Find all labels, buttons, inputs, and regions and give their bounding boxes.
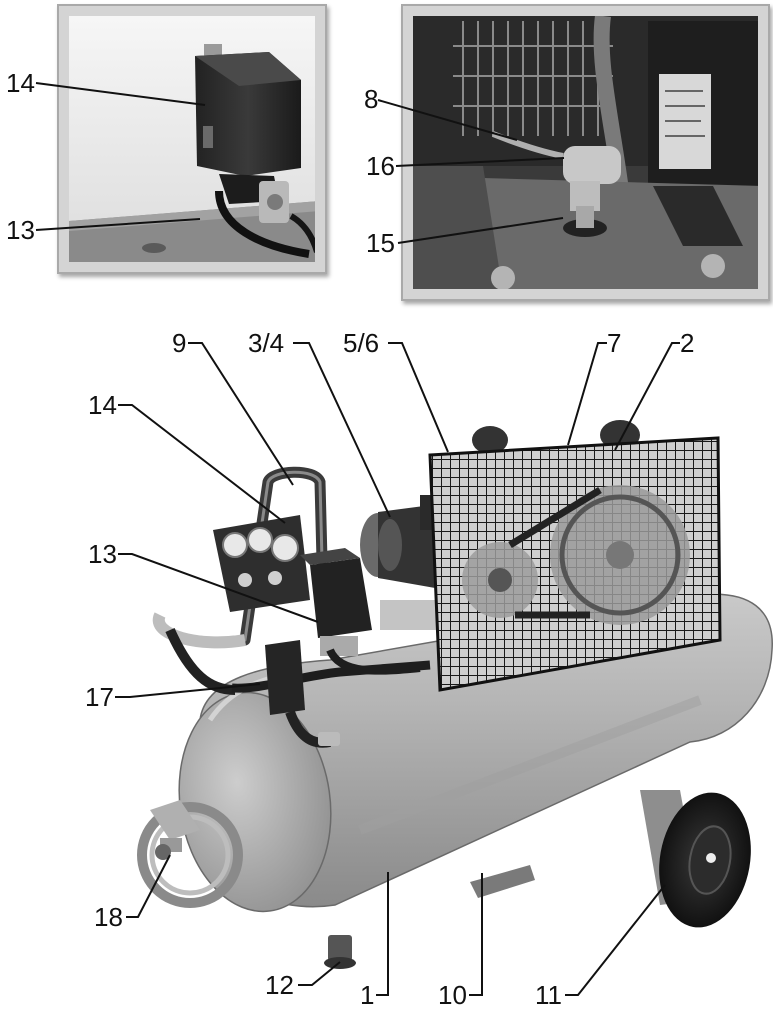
label-16: 16 [366,151,395,181]
label-14-pressure-switch-detail: 14 [6,68,35,98]
front-bracket [137,800,243,908]
handle [152,466,328,695]
detail-panel-check-valve [401,4,770,301]
label-18: 18 [94,902,123,932]
pressure-switch-illustration [69,16,315,262]
feet [470,865,535,898]
detail-photo-check-valve [413,16,758,289]
leader-lines [35,82,680,996]
belt-guard [428,420,722,692]
label-2: 2 [680,328,695,358]
label-13-detail: 13 [6,215,35,245]
air-hose [231,640,431,748]
label-13: 13 [88,539,117,569]
wheel [640,790,751,928]
label-5-6: 5/6 [343,328,380,358]
label-11: 11 [535,980,562,1010]
label-1: 1 [360,980,375,1010]
label-15: 15 [366,228,395,258]
detail-photo-pressure-switch [69,16,315,262]
label-9: 9 [172,328,187,358]
label-17: 17 [85,682,114,712]
label-8: 8 [364,84,379,114]
label-3-4: 3/4 [248,328,285,358]
label-14: 14 [88,390,117,420]
detail-panel-pressure-switch [57,4,327,274]
label-12: 12 [265,970,294,1000]
gauge-panel [213,515,310,612]
label-7: 7 [607,328,622,358]
label-10: 10 [438,980,467,1010]
check-valve-illustration [413,16,758,289]
drain-valve [324,935,356,969]
